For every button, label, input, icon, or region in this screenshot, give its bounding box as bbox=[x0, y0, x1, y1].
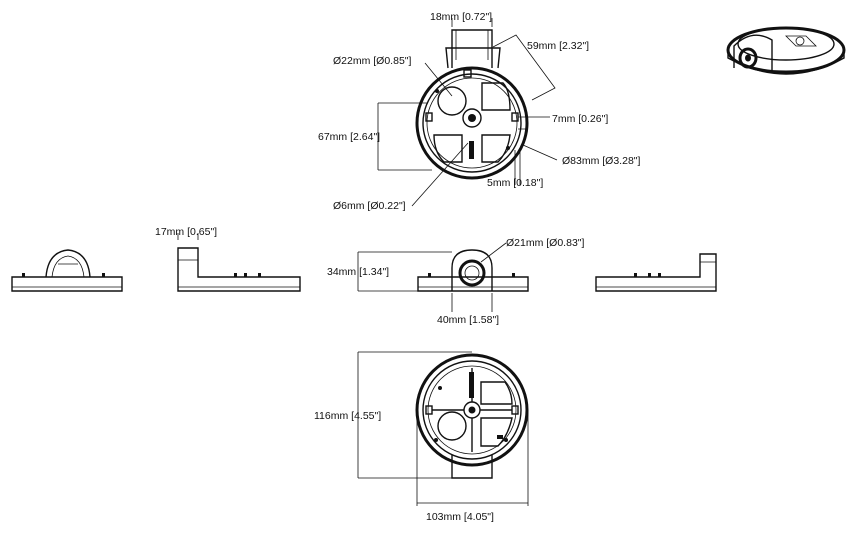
rear-view bbox=[357, 242, 529, 312]
dim-width-40: 40mm [1.58"] bbox=[437, 314, 499, 326]
isometric-view bbox=[726, 26, 846, 75]
dim-top-diag-length: 59mm [2.32"] bbox=[527, 40, 589, 52]
side-view-left bbox=[177, 233, 301, 292]
bottom-view bbox=[357, 351, 529, 506]
side-view-right bbox=[595, 253, 717, 292]
dim-dia-83: Ø83mm [Ø3.28"] bbox=[562, 155, 641, 167]
dim-offset-7: 7mm [0.26"] bbox=[552, 113, 608, 125]
dim-side-height-17: 17mm [0.65"] bbox=[155, 226, 217, 238]
dim-hole-large-dia: Ø22mm [Ø0.85"] bbox=[333, 55, 412, 67]
dim-offset-5: 5mm [0.18"] bbox=[487, 177, 543, 189]
dim-dia-21: Ø21mm [Ø0.83"] bbox=[506, 237, 585, 249]
dim-top-width: 18mm [0.72"] bbox=[430, 11, 492, 23]
dim-height-34: 34mm [1.34"] bbox=[327, 266, 389, 278]
dim-hole-small-dia: Ø6mm [Ø0.22"] bbox=[333, 200, 406, 212]
front-view bbox=[11, 249, 123, 292]
dim-height-67: 67mm [2.64"] bbox=[318, 131, 380, 143]
top-view bbox=[377, 18, 558, 207]
dim-width-103: 103mm [4.05"] bbox=[426, 511, 494, 523]
dimension-labels: 18mm [0.72"] 59mm [2.32"] Ø22mm [Ø0.85"]… bbox=[155, 11, 641, 523]
dim-height-116: 116mm [4.55"] bbox=[314, 410, 381, 422]
